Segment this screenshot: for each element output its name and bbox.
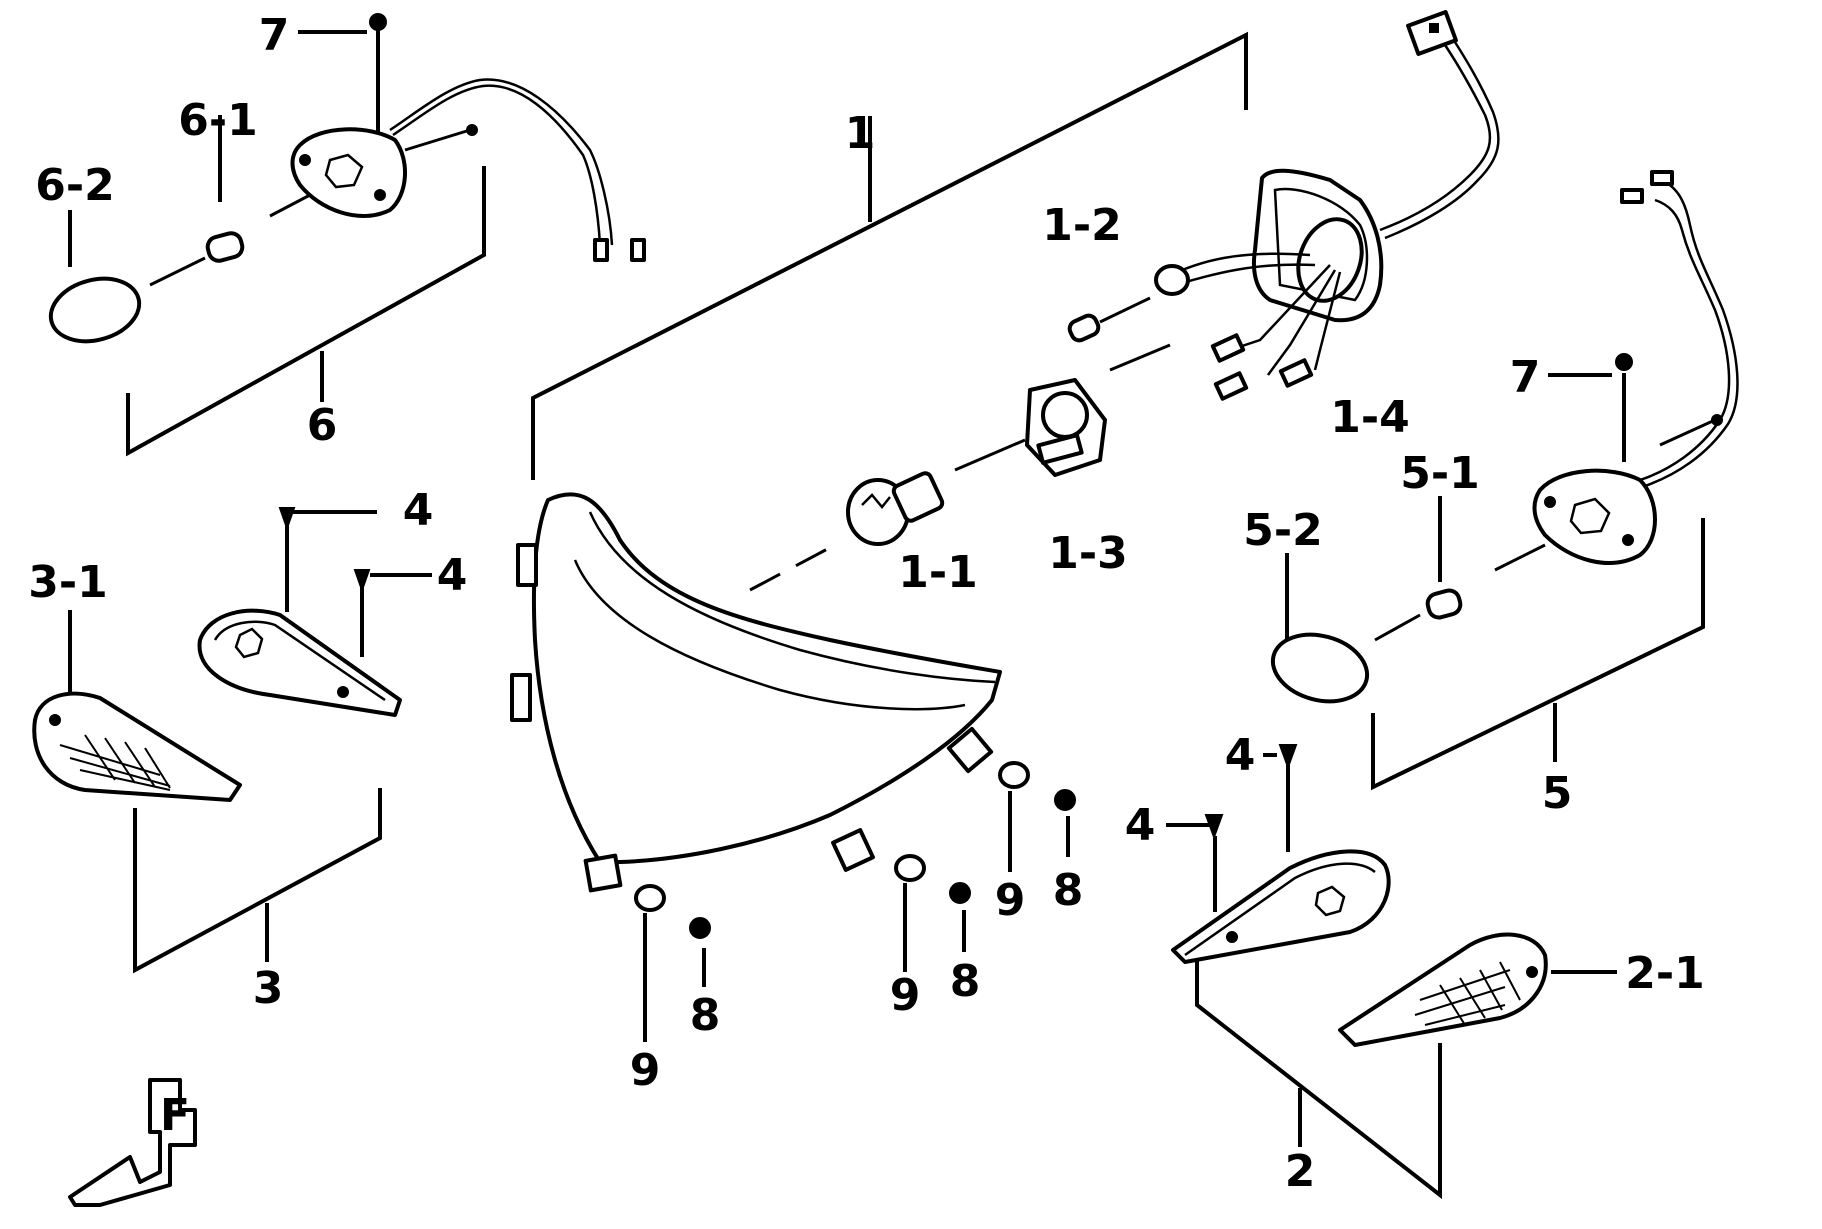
callout-3: 3 [253, 963, 284, 1014]
callout-1-3: 1-3 [1048, 528, 1128, 579]
screw [369, 13, 387, 31]
headlight-lens-edge [588, 511, 996, 684]
callout-2-1: 2-1 [1625, 948, 1705, 999]
wire-terminal [1650, 170, 1674, 186]
bulb-socket [1025, 378, 1107, 477]
winker-wire [389, 78, 614, 246]
axis-segment [1659, 418, 1716, 447]
callout-5-1: 5-1 [1400, 448, 1480, 499]
front-direction-arrow: F [68, 1078, 197, 1207]
winker-lens [48, 276, 142, 344]
callout-9c: 9 [995, 875, 1026, 926]
position-bulb [1067, 313, 1101, 343]
callout-1: 1 [845, 108, 876, 159]
headlight-reflector-edge [573, 559, 966, 711]
callout-7a: 7 [259, 10, 290, 61]
callout-5-2: 5-2 [1243, 505, 1323, 556]
callout-5: 5 [1542, 768, 1573, 819]
front-arrow-letter: F [160, 1090, 190, 1141]
headlight-tab [831, 828, 875, 872]
callout-1-4: 1-4 [1330, 392, 1410, 443]
position-light-housing [1171, 849, 1391, 964]
bracket-1 [531, 31, 1248, 480]
callout-4c: 4 [1225, 730, 1256, 781]
position-light-lens [32, 691, 242, 802]
screw [949, 882, 971, 904]
winker-bulb [1425, 588, 1463, 620]
callout-9a: 9 [630, 1045, 661, 1096]
callout-8b: 8 [950, 956, 981, 1007]
screw [689, 917, 711, 939]
callout-2: 2 [1285, 1146, 1316, 1197]
bracket-2 [1195, 953, 1442, 1200]
position-light-housing [197, 608, 402, 717]
wire-terminal [1620, 188, 1644, 204]
callout-4b: 4 [437, 550, 468, 601]
headlight-assembly [510, 10, 1500, 893]
axis-segment [269, 193, 311, 218]
headlight-tab [583, 853, 623, 893]
axis-segment [1374, 613, 1421, 642]
callout-1-2: 1-2 [1042, 200, 1122, 251]
callout-labels: 1 1-1 1-2 1-3 1-4 2 2-1 3 3-1 4 4 4 4 5 … [28, 10, 1705, 1197]
callout-6-1: 6-1 [178, 95, 258, 146]
axis-segment [954, 438, 1026, 472]
washer [998, 761, 1030, 789]
headlight-tab [516, 543, 538, 587]
left-position-light-assembly [32, 507, 432, 974]
screw [353, 569, 371, 594]
right-winker-assembly [1270, 170, 1739, 791]
callout-1-1: 1-1 [898, 547, 978, 598]
screw [1204, 814, 1224, 840]
callout-6-2: 6-2 [35, 160, 115, 211]
winker-bulb [205, 231, 245, 263]
assembly-axis [749, 543, 836, 592]
winker-wire [1639, 198, 1731, 482]
callout-8a: 8 [690, 990, 721, 1041]
winker-housing [1532, 468, 1657, 565]
headlight-bulb [846, 471, 945, 546]
screw-set [634, 761, 1076, 1042]
wire-terminal [593, 238, 609, 262]
axis-segment [1099, 296, 1151, 324]
left-winker-assembly [48, 13, 646, 457]
callout-4d: 4 [1125, 800, 1156, 851]
winker-housing [290, 127, 407, 218]
axis-segment [1494, 543, 1546, 572]
headlight-housing [531, 492, 1002, 864]
bracket-5 [1371, 518, 1705, 791]
screw [1615, 353, 1633, 371]
axis-segment [404, 128, 471, 152]
bracket-3 [133, 788, 382, 974]
axis-segment [149, 256, 206, 287]
callout-8c: 8 [1053, 865, 1084, 916]
axis-segment [1109, 343, 1171, 372]
screw [1278, 744, 1298, 770]
washer [894, 854, 926, 882]
callout-3-1: 3-1 [28, 557, 108, 608]
headlight-tab [510, 673, 532, 722]
wire-terminal [630, 238, 646, 262]
washer [634, 884, 666, 912]
callout-7b: 7 [1510, 352, 1541, 403]
headlight-wiring-harness [1154, 10, 1500, 401]
headlight-tab [946, 726, 994, 774]
bracket-6 [126, 166, 486, 457]
winker-lens [1270, 632, 1370, 704]
callout-6: 6 [307, 400, 338, 451]
right-position-light-assembly [1166, 744, 1617, 1200]
callout-9b: 9 [890, 970, 921, 1021]
callout-4a: 4 [403, 485, 434, 536]
screw [1054, 789, 1076, 811]
screw [278, 507, 296, 532]
